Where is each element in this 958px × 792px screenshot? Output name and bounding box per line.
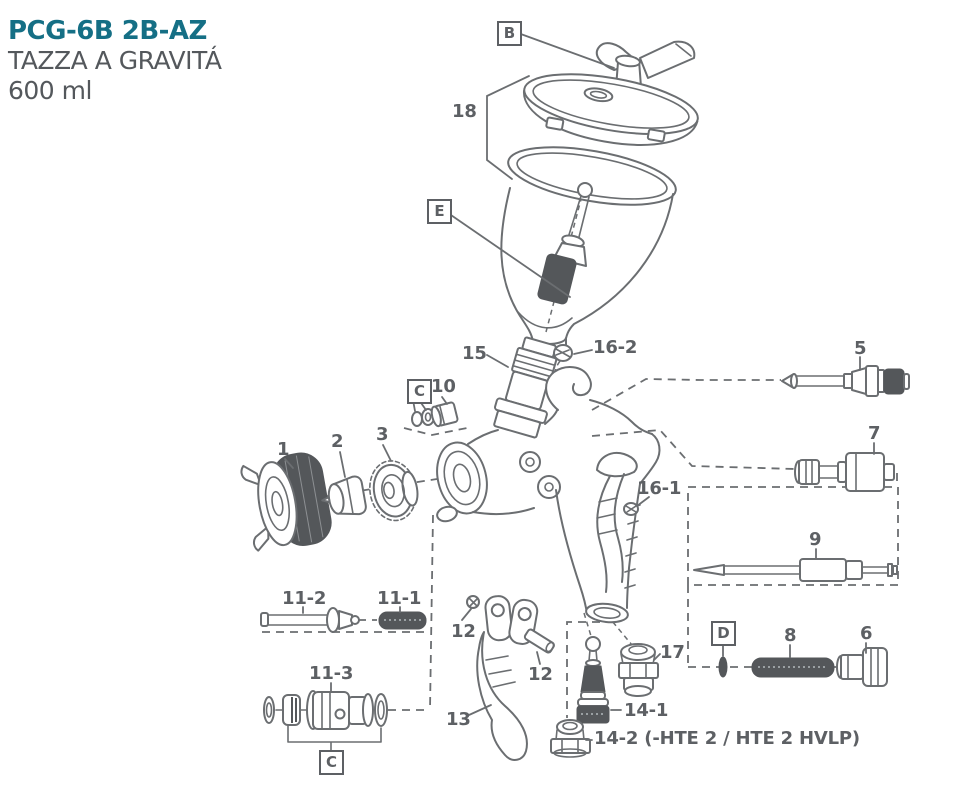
part-label-15: 15 <box>462 343 487 364</box>
part-label-16-1: 16-1 <box>637 478 682 499</box>
screw-12-drawing <box>466 595 480 609</box>
part-label-14-1: 14-1 <box>624 700 669 721</box>
diagram-header: PCG-6B 2B-AZ TAZZA A GRAVITÁ 600 ml <box>8 16 222 106</box>
part-label-11-3: 11-3 <box>309 663 354 684</box>
part-label-8: 8 <box>784 625 797 646</box>
screw-16-1-drawing <box>623 502 639 516</box>
part-label-1: 1 <box>277 439 290 460</box>
spring-11-1-drawing <box>378 611 427 630</box>
cup-lid-drawing <box>523 73 699 146</box>
cup-filter-drawing <box>537 182 593 305</box>
screw-10-drawing <box>430 401 459 428</box>
ref-label-c-bottom: C <box>319 750 344 775</box>
part-label-16-2: 16-2 <box>593 337 638 358</box>
ref-label-b: B <box>497 21 522 46</box>
connector-17-drawing <box>618 643 659 697</box>
assembly-dashed-lines <box>262 187 899 718</box>
ref-label-c-top: C <box>407 379 432 404</box>
part-label-2: 2 <box>331 431 344 452</box>
cup-capacity: 600 ml <box>8 76 92 105</box>
part-label-10: 10 <box>431 376 456 397</box>
washer-d-drawing <box>718 656 728 678</box>
air-valve-11-3-drawing <box>263 690 388 752</box>
part-label-17: 17 <box>660 642 685 663</box>
part-label-7: 7 <box>868 423 881 444</box>
part-label-12-screw: 12 <box>451 621 476 642</box>
part-label-18: 18 <box>452 101 477 122</box>
ref-label-d: D <box>711 621 736 646</box>
nut-14-2-drawing <box>550 719 591 758</box>
gun-body-drawing <box>436 366 661 624</box>
spring-8-drawing <box>751 657 835 678</box>
adjust-knob-6-drawing <box>836 647 888 687</box>
air-valve-assembly-drawing <box>794 452 895 492</box>
cup-body-drawing <box>500 146 677 359</box>
needle-packing-set-drawing <box>781 365 910 397</box>
screw-16-2-drawing <box>553 344 573 362</box>
air-cap-drawing <box>240 452 332 552</box>
cup-type-subtitle: TAZZA A GRAVITÁ <box>8 46 222 75</box>
part-label-13: 13 <box>446 709 471 730</box>
baffle-ring-drawing <box>369 460 419 522</box>
part-label-14-2: 14-2 (-HTE 2 / HTE 2 HVLP) <box>594 728 860 749</box>
fluid-nozzle-drawing <box>321 475 367 516</box>
part-label-12-pin: 12 <box>528 664 553 685</box>
ref-label-e: E <box>427 199 452 224</box>
part-label-3: 3 <box>376 424 389 445</box>
part-label-9: 9 <box>809 529 822 550</box>
model-title: PCG-6B 2B-AZ <box>8 16 207 46</box>
fluid-valve-14-1-drawing <box>576 636 610 724</box>
part-label-11-2: 11-2 <box>282 588 327 609</box>
valve-stem-11-2-drawing <box>260 607 360 633</box>
part-label-6: 6 <box>860 623 873 644</box>
part-label-11-1: 11-1 <box>377 588 422 609</box>
pivot-pin-12-drawing <box>523 628 555 654</box>
trigger-13-drawing <box>476 595 539 761</box>
fluid-needle-drawing <box>693 558 898 582</box>
part-label-5: 5 <box>854 338 867 359</box>
